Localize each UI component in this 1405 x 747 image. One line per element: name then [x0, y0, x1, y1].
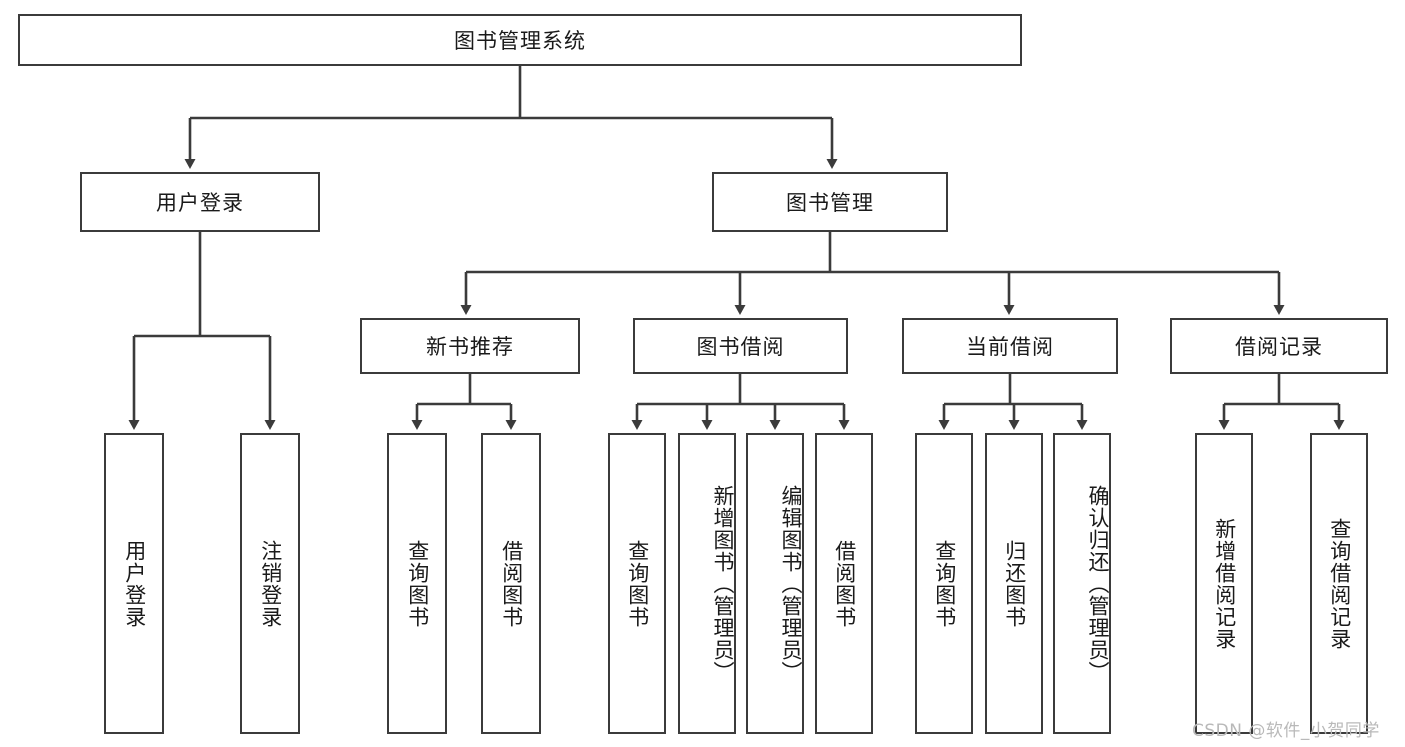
watermark: CSDN @软件_小贺同学: [1192, 721, 1380, 741]
edge-root-to-level2: [184, 66, 838, 169]
node-leaf-user-login[interactable]: 用户登录: [104, 433, 164, 734]
node-current-borrow[interactable]: 当前借阅: [902, 318, 1118, 374]
node-leaf-borrow-book-2-label: 借阅图书: [832, 539, 857, 628]
node-leaf-borrow-book-2[interactable]: 借阅图书: [815, 433, 873, 734]
node-leaf-query-book-2-label: 查询图书: [625, 539, 650, 628]
node-new-book-recommend[interactable]: 新书推荐: [360, 318, 580, 374]
node-leaf-borrow-book-1[interactable]: 借阅图书: [481, 433, 541, 734]
node-leaf-borrow-book-1-label: 借阅图书: [499, 539, 524, 628]
node-leaf-return-book[interactable]: 归还图书: [985, 433, 1043, 734]
node-leaf-add-book[interactable]: 新增图书（管理员）: [678, 433, 736, 734]
node-leaf-edit-book[interactable]: 编辑图书（管理员）: [746, 433, 804, 734]
edge-bookborrow-to-leaves: [631, 374, 850, 430]
node-leaf-query-book-1-label: 查询图书: [405, 539, 430, 628]
node-leaf-confirm-return[interactable]: 确认归还（管理员）: [1053, 433, 1111, 734]
node-leaf-query-record[interactable]: 查询借阅记录: [1310, 433, 1368, 734]
node-leaf-user-logout-label: 注销登录: [258, 539, 283, 628]
node-leaf-return-book-label: 归还图书: [1002, 539, 1027, 628]
node-leaf-query-book-1[interactable]: 查询图书: [387, 433, 447, 734]
node-book-manage-label: 图书管理: [786, 191, 874, 215]
edge-newbook-to-leaves: [411, 374, 517, 430]
edge-currentborrow-to-leaves: [938, 374, 1088, 430]
node-book-borrow[interactable]: 图书借阅: [633, 318, 848, 374]
node-current-borrow-label: 当前借阅: [966, 335, 1054, 359]
edge-borrowrecord-to-leaves: [1218, 374, 1345, 430]
node-leaf-query-book-3-label: 查询图书: [932, 539, 957, 628]
node-leaf-edit-book-label: 编辑图书（管理员）: [779, 484, 803, 683]
node-leaf-add-book-label: 新增图书（管理员）: [711, 484, 735, 683]
node-book-manage[interactable]: 图书管理: [712, 172, 948, 232]
node-borrow-record-label: 借阅记录: [1235, 335, 1323, 359]
node-leaf-user-logout[interactable]: 注销登录: [240, 433, 300, 734]
node-leaf-add-record[interactable]: 新增借阅记录: [1195, 433, 1253, 734]
node-root-label: 图书管理系统: [454, 29, 586, 53]
edge-bookmanage-to-level3: [460, 232, 1285, 315]
node-leaf-add-record-label: 新增借阅记录: [1212, 517, 1237, 650]
node-leaf-confirm-return-label: 确认归还（管理员）: [1086, 484, 1110, 683]
node-leaf-query-book-2[interactable]: 查询图书: [608, 433, 666, 734]
node-leaf-user-login-label: 用户登录: [122, 539, 147, 628]
node-leaf-query-record-label: 查询借阅记录: [1327, 517, 1352, 650]
node-leaf-query-book-3[interactable]: 查询图书: [915, 433, 973, 734]
node-new-book-recommend-label: 新书推荐: [426, 335, 514, 359]
edge-userlogin-to-leaves: [128, 232, 276, 430]
node-root[interactable]: 图书管理系统: [18, 14, 1022, 66]
node-book-borrow-label: 图书借阅: [696, 335, 785, 359]
node-borrow-record[interactable]: 借阅记录: [1170, 318, 1388, 374]
node-user-login[interactable]: 用户登录: [80, 172, 320, 232]
node-user-login-label: 用户登录: [156, 191, 244, 215]
